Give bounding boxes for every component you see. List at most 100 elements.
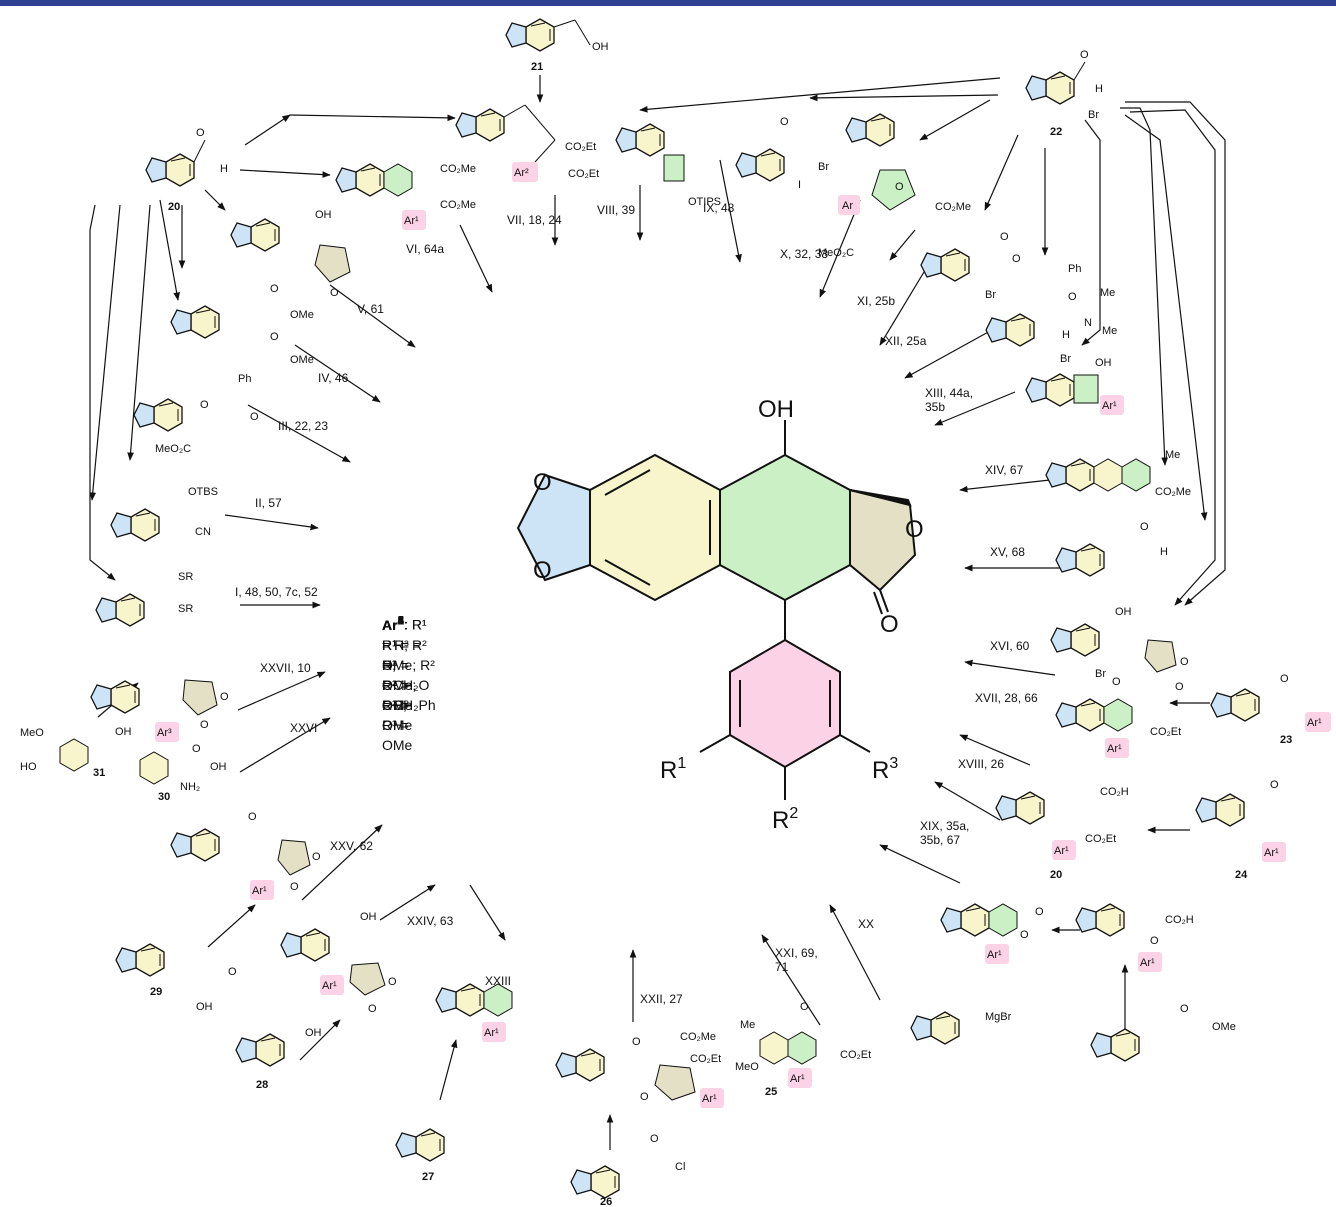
route-label-XVI: XVI, 60 [990, 639, 1030, 653]
starting-materials: OH 21 O H 20 O H Br 22 CO₂Et CO₂Et Ar² [20, 18, 1331, 1207]
route-label-XVII: XVII, 28, 66 [975, 691, 1038, 705]
core-arene-ring [589, 453, 721, 602]
route-label-VIII: VIII, 39 [597, 203, 635, 217]
svg-text:O: O [1270, 779, 1279, 791]
svg-text:O: O [1140, 521, 1149, 533]
svg-text:O: O [1180, 1003, 1189, 1015]
core-dioxole-ring [516, 473, 591, 582]
svg-text:Ar: Ar [842, 200, 853, 212]
svg-text:O: O [650, 1133, 659, 1145]
svg-text:OH: OH [360, 911, 377, 923]
svg-text:O: O [1175, 681, 1184, 693]
legend-row: Ar6: R¹ = H; R² = R³ = OMe [382, 614, 413, 733]
route-label-XI: XI, 25b [857, 294, 895, 308]
compound-29-label: 29 [150, 986, 162, 998]
svg-text:O: O [1180, 656, 1189, 668]
route-label-XV: XV, 68 [990, 545, 1025, 559]
route-label-XXVI: XXVI [290, 721, 317, 735]
route-label-XXIII: XXIII [485, 974, 511, 988]
svg-text:Br: Br [1088, 109, 1099, 121]
core-carbonyl-o-label: O [880, 611, 899, 638]
svg-text:O: O [312, 851, 321, 863]
svg-text:CO₂Me: CO₂Me [1155, 486, 1191, 498]
svg-text:Ar³: Ar³ [157, 727, 172, 739]
route-label-V: V, 61 [357, 302, 384, 316]
svg-text:CO₂Et: CO₂Et [565, 141, 596, 153]
svg-text:OH: OH [305, 1027, 322, 1039]
svg-text:MeO₂C: MeO₂C [155, 443, 191, 455]
core-cyclohexane-ring [719, 453, 851, 602]
svg-text:CO₂Et: CO₂Et [840, 1049, 871, 1061]
route-label-XIX: XIX, 35a, [920, 819, 969, 833]
svg-text:H: H [1160, 546, 1168, 558]
route-label-XXI-b: 71 [775, 960, 789, 974]
route-label-XXI: XXI, 69, [775, 946, 818, 960]
svg-text:O: O [200, 399, 209, 411]
route-label-XXIV: XXIV, 63 [407, 914, 454, 928]
compound-22-label: 22 [1050, 126, 1062, 138]
route-label-XXII: XXII, 27 [640, 992, 683, 1006]
svg-text:I: I [798, 179, 801, 191]
svg-text:O: O [1280, 673, 1289, 685]
route-label-XVIII: XVIII, 26 [958, 757, 1004, 771]
svg-text:O: O [200, 719, 209, 731]
svg-text:OTIPS: OTIPS [688, 196, 721, 208]
route-label-IX: IX, 48 [703, 201, 735, 215]
svg-text:OH: OH [1095, 357, 1112, 369]
svg-text:Ar¹: Ar¹ [484, 1027, 499, 1039]
svg-text:NH₂: NH₂ [180, 781, 200, 793]
route-label-XII: XII, 25a [885, 334, 927, 348]
svg-text:SR: SR [178, 571, 193, 583]
route-labels: I, 48, 50, 7c, 52 II, 57 III, 22, 23 IV,… [235, 201, 1038, 1006]
svg-text:Ar¹: Ar¹ [987, 949, 1002, 961]
route-label-XIX-b: 35b, 67 [920, 833, 960, 847]
svg-text:Ar¹: Ar¹ [404, 215, 419, 227]
svg-text:O: O [1112, 676, 1121, 688]
svg-text:O: O [632, 1036, 641, 1048]
svg-text:CO₂Me: CO₂Me [935, 201, 971, 213]
core-oh-label: OH [758, 396, 794, 423]
svg-text:O: O [250, 411, 259, 423]
svg-text:Br: Br [818, 161, 829, 173]
svg-text:MeO: MeO [735, 1061, 759, 1073]
svg-text:OH: OH [210, 761, 227, 773]
svg-text:MeO: MeO [20, 727, 44, 739]
core-r3-label: R3 [872, 755, 898, 784]
core-aryl-ring [729, 638, 841, 769]
route-label-VI: VI, 64a [406, 242, 444, 256]
svg-text:O: O [290, 881, 299, 893]
legend-row: Ar1: R¹ = R² = R³ = OMe [382, 614, 413, 713]
svg-text:O: O [1012, 253, 1021, 265]
route-label-X: X, 32, 33 [780, 247, 828, 261]
svg-text:O: O [270, 283, 279, 295]
legend-row: Ar4: R¹ = R³ = OMe; R² = OCH₂Ph [382, 614, 436, 713]
svg-text:OH: OH [1115, 606, 1132, 618]
route-label-IV: IV, 46 [318, 371, 349, 385]
svg-text:N: N [1084, 317, 1092, 329]
route-label-XXV: XXV, 62 [330, 839, 373, 853]
core-o2-label: O [533, 557, 552, 584]
svg-text:Ar²: Ar² [514, 167, 529, 179]
compound-21-label: 21 [531, 61, 543, 73]
svg-text:OMe: OMe [290, 354, 314, 366]
compound-25-label: 25 [765, 1086, 777, 1098]
svg-text:CO₂H: CO₂H [1165, 914, 1194, 926]
svg-text:H: H [1062, 329, 1070, 341]
svg-text:Ph: Ph [238, 373, 251, 385]
svg-text:Me: Me [1100, 287, 1115, 299]
svg-text:Ar¹: Ar¹ [1102, 400, 1117, 412]
svg-text:MgBr: MgBr [985, 1011, 1012, 1023]
svg-text:CO₂Me: CO₂Me [680, 1031, 716, 1043]
svg-text:CO₂Et: CO₂Et [1085, 833, 1116, 845]
svg-text:Ar¹: Ar¹ [322, 980, 337, 992]
svg-text:SR: SR [178, 603, 193, 615]
svg-text:O: O [780, 116, 789, 128]
svg-text:OH: OH [115, 726, 132, 738]
svg-text:Me: Me [740, 1019, 755, 1031]
svg-text:Cl: Cl [675, 1161, 685, 1173]
svg-text:CN: CN [195, 526, 211, 538]
svg-text:Ar¹: Ar¹ [790, 1073, 805, 1085]
svg-text:H: H [220, 163, 228, 175]
route-label-XIII: XIII, 44a, [925, 386, 973, 400]
